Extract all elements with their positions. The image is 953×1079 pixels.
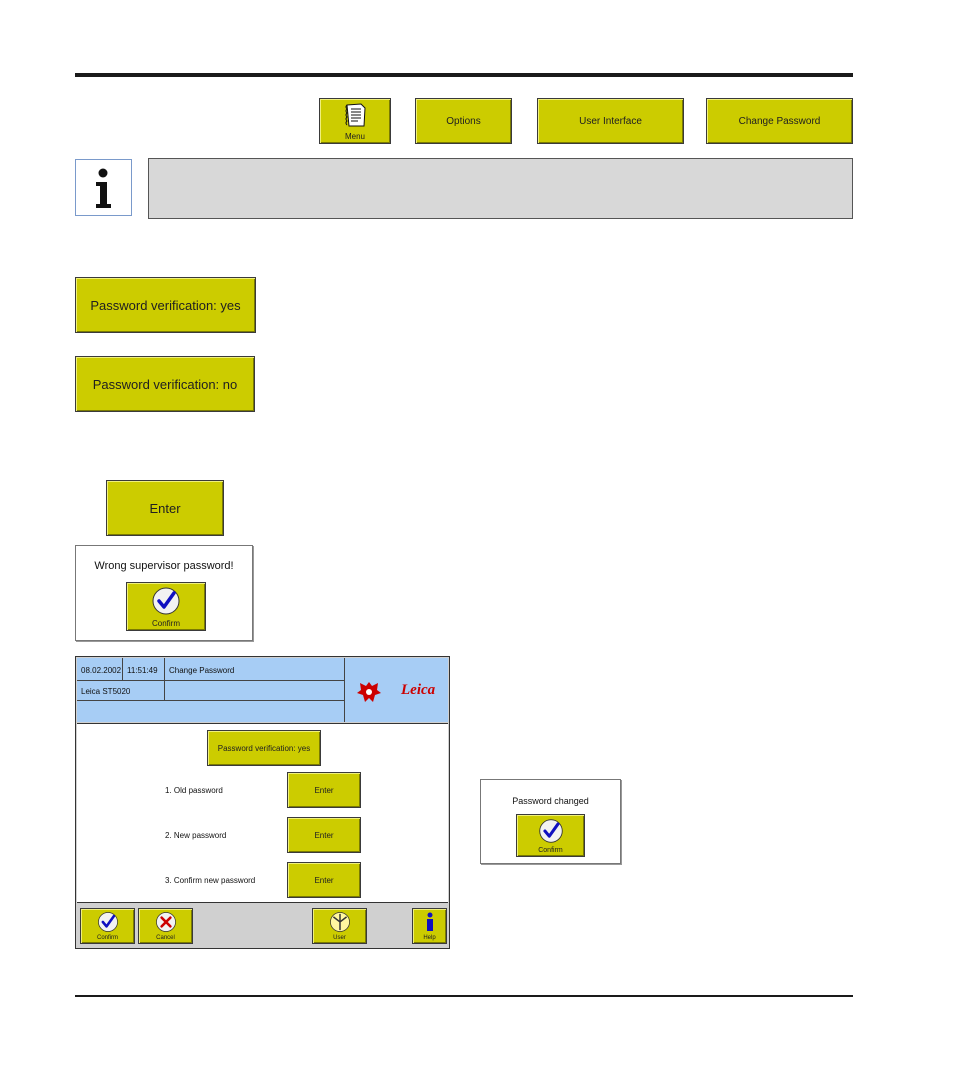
confirm-label: Confirm xyxy=(151,619,180,628)
info-glyph-icon xyxy=(96,168,111,208)
screen-confirm-button[interactable]: Confirm xyxy=(80,908,135,944)
screen-device: Leica ST5020 xyxy=(81,687,131,696)
screen-confirm-label: Confirm xyxy=(96,935,118,941)
screen-help-button[interactable]: Help xyxy=(412,908,447,944)
password-changed-confirm-label: Confirm xyxy=(538,847,563,854)
password-verification-yes-button[interactable]: Password verification: yes xyxy=(75,277,256,333)
new-password-enter-button[interactable]: Enter xyxy=(287,817,361,853)
screen-header: 08.02.2002 11:51:49 Change Password Leic… xyxy=(77,658,448,722)
check-circle-icon xyxy=(98,912,118,932)
screen-time: 11:51:49 xyxy=(127,666,158,675)
wrong-password-confirm-button[interactable]: Confirm xyxy=(126,582,206,631)
top-rule xyxy=(75,73,853,77)
check-circle-icon xyxy=(539,819,563,843)
help-info-icon xyxy=(427,912,433,931)
screen-body: Password verification: yes 1. Old passwo… xyxy=(77,723,448,903)
password-changed-message: Password changed xyxy=(512,796,589,806)
menu-book-icon xyxy=(345,103,366,127)
wrong-password-message: Wrong supervisor password! xyxy=(94,560,234,572)
change-password-screen: 08.02.2002 11:51:49 Change Password Leic… xyxy=(75,656,450,949)
new-password-label: 2. New password xyxy=(165,831,227,840)
screen-date: 08.02.2002 xyxy=(81,666,122,675)
password-changed-dialog: Password changed Confirm xyxy=(480,779,621,864)
menu-button-label: Menu xyxy=(344,132,365,141)
cancel-circle-icon xyxy=(156,912,176,932)
screen-cancel-button[interactable]: Cancel xyxy=(138,908,193,944)
screen-user-button[interactable]: User xyxy=(312,908,367,944)
old-password-label: 1. Old password xyxy=(165,786,223,795)
enter-button[interactable]: Enter xyxy=(106,480,224,536)
screen-help-label: Help xyxy=(423,935,436,941)
password-changed-confirm-button[interactable]: Confirm xyxy=(516,814,585,857)
bottom-rule xyxy=(75,995,853,997)
wrong-password-dialog: Wrong supervisor password! Confirm xyxy=(75,545,253,641)
screen-password-verification-button[interactable]: Password verification: yes xyxy=(207,730,321,766)
user-interface-button[interactable]: User Interface xyxy=(537,98,684,144)
screen-cancel-label: Cancel xyxy=(156,935,175,941)
check-circle-icon xyxy=(152,587,180,615)
menu-button[interactable]: Menu xyxy=(319,98,391,144)
confirm-new-password-label: 3. Confirm new password xyxy=(165,876,256,885)
screen-title: Change Password xyxy=(169,666,235,675)
change-password-button[interactable]: Change Password xyxy=(706,98,853,144)
info-icon xyxy=(75,159,132,216)
confirm-new-password-enter-button[interactable]: Enter xyxy=(287,862,361,898)
screen-user-label: User xyxy=(333,935,346,941)
leica-logo: Leica xyxy=(401,682,436,698)
old-password-enter-button[interactable]: Enter xyxy=(287,772,361,808)
warning-shield-icon xyxy=(357,682,381,702)
user-icon xyxy=(330,912,350,932)
options-button[interactable]: Options xyxy=(415,98,512,144)
password-verification-no-button[interactable]: Password verification: no xyxy=(75,356,255,412)
info-note-box xyxy=(148,158,853,219)
